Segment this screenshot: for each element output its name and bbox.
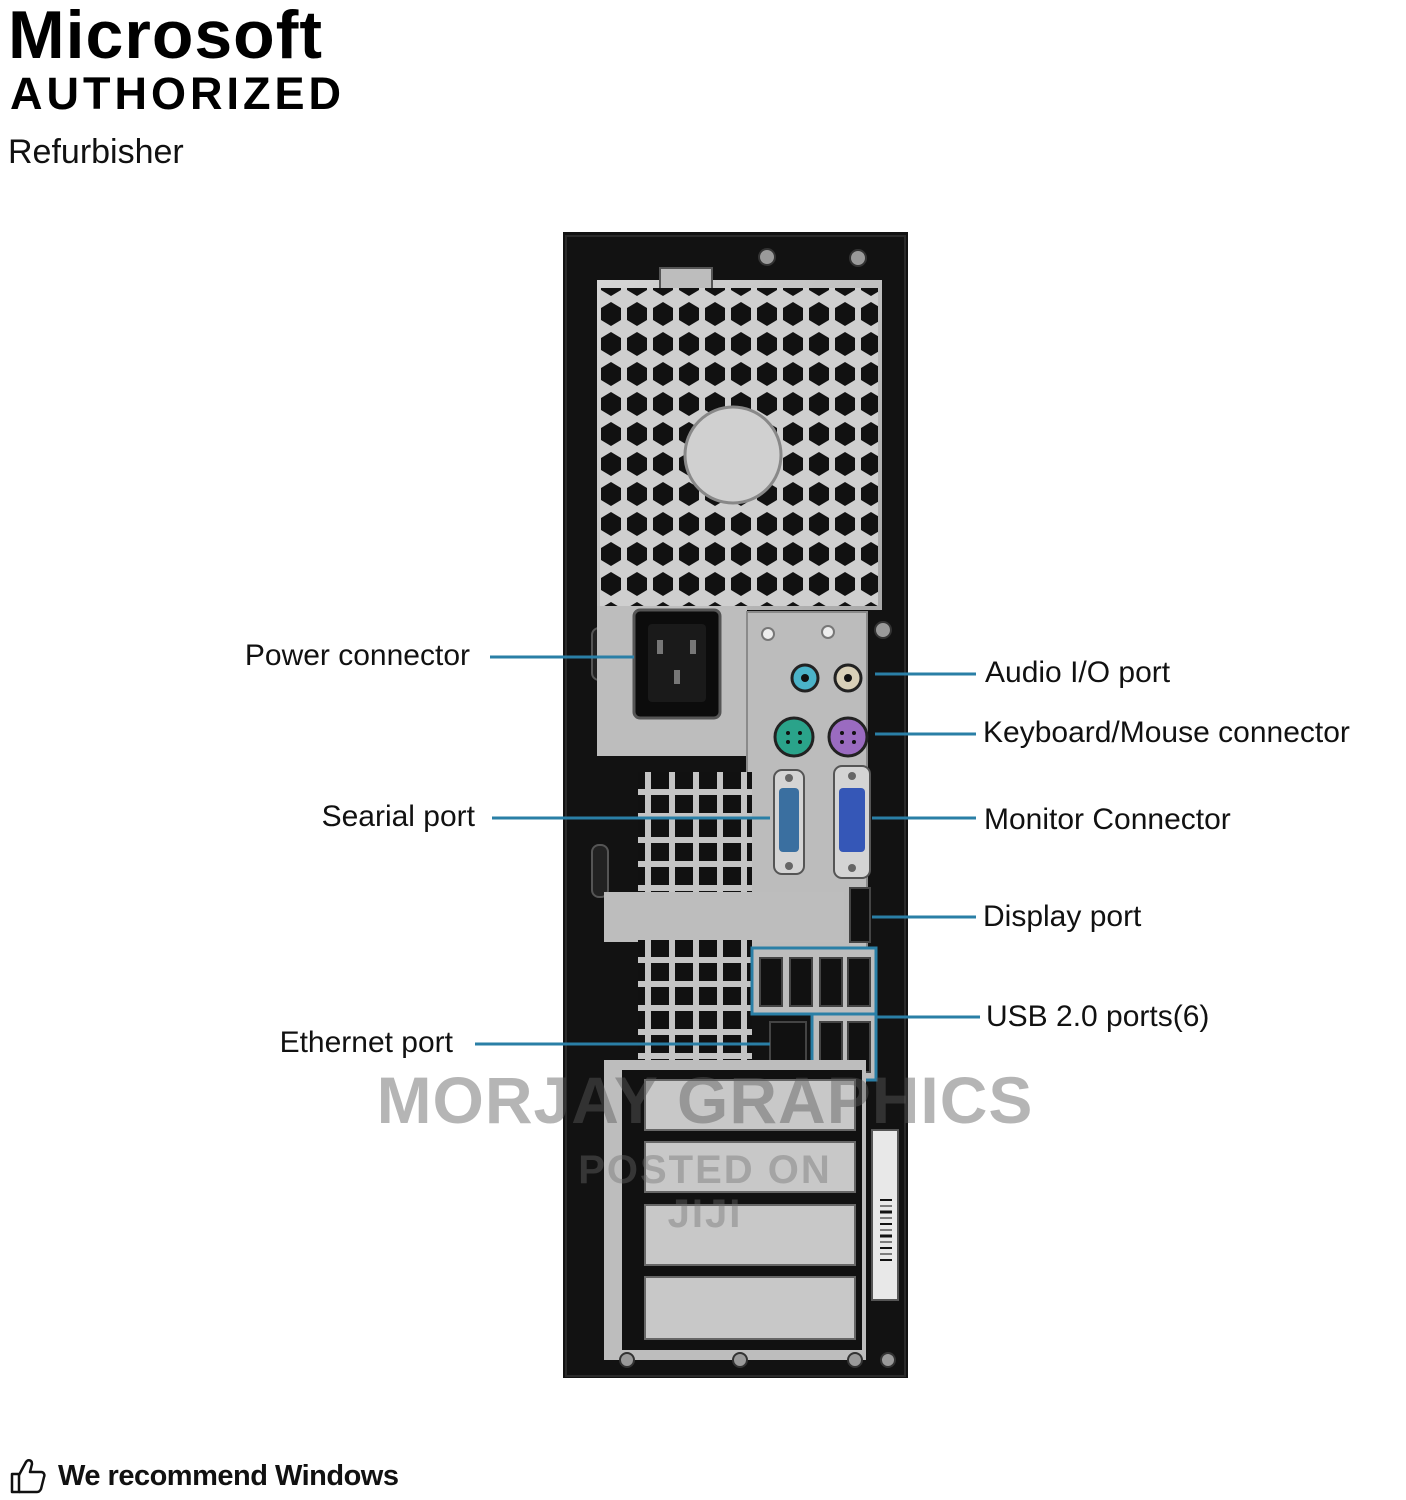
footer-recommendation: We recommend Windows	[8, 1452, 399, 1500]
thumbs-up-icon	[10, 1459, 46, 1494]
serial-sticker	[871, 1129, 899, 1301]
ps2-mouse-port	[827, 716, 869, 758]
label-ethernet-port: Ethernet port	[279, 1026, 453, 1059]
label-power-connector: Power connector	[244, 639, 470, 672]
vga-port-connector	[833, 765, 871, 879]
ps2-keyboard-port	[773, 716, 815, 758]
displayport-connector	[849, 887, 871, 943]
label-monitor-connector: Monitor Connector	[984, 803, 1231, 836]
ethernet-rj45-socket	[769, 1021, 807, 1065]
brand-authorized: AUTHORIZED	[10, 68, 345, 119]
power-supply	[597, 267, 882, 756]
label-display-port: Display port	[983, 900, 1142, 933]
footer-text: We recommend Windows	[58, 1459, 399, 1492]
power-connector-socket	[632, 608, 722, 720]
watermark-text: MORJAY GRAPHICS	[376, 1063, 1034, 1137]
label-keyboard-mouse-connector: Keyboard/Mouse connector	[983, 716, 1350, 749]
label-serial-port: Searial port	[321, 800, 475, 833]
vent-grid-upper	[638, 772, 752, 892]
serial-port-connector	[773, 769, 805, 875]
watermark-subtext: POSTED ON JIJI	[578, 1148, 832, 1236]
vent-grid-lower	[638, 940, 752, 1060]
label-audio-io-port: Audio I/O port	[985, 656, 1171, 689]
label-usb-ports: USB 2.0 ports(6)	[986, 1000, 1210, 1033]
expansion-slots	[604, 1060, 899, 1360]
brand-refurbisher: Refurbisher	[8, 133, 184, 171]
brand-microsoft: Microsoft	[8, 0, 323, 73]
